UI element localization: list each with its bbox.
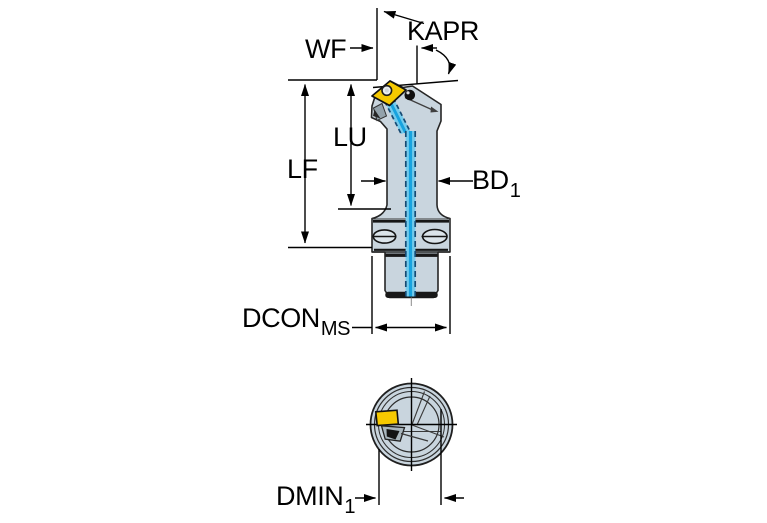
label-wf: WF bbox=[305, 34, 347, 64]
clamp-end-view bbox=[380, 425, 429, 442]
kapr-angle-arc bbox=[435, 49, 457, 75]
label-dcon-ms: DCONMS bbox=[242, 303, 351, 340]
kapr-leader-arrow bbox=[383, 10, 425, 25]
label-lf: LF bbox=[287, 154, 318, 184]
cutting-insert-end-view bbox=[374, 409, 400, 427]
insert-pocket bbox=[372, 96, 439, 122]
coolant-channel bbox=[384, 97, 417, 306]
end-view-details bbox=[397, 391, 445, 438]
label-dmin1: DMIN1 bbox=[276, 481, 356, 518]
label-lu: LU bbox=[333, 122, 367, 152]
cutting-insert bbox=[371, 80, 407, 107]
label-kapr: KAPR bbox=[407, 16, 479, 46]
dimension-lines bbox=[288, 10, 473, 505]
end-view bbox=[366, 378, 457, 471]
clamp-screw bbox=[404, 89, 416, 101]
side-view bbox=[288, 8, 459, 306]
label-bd1: BD1 bbox=[472, 165, 521, 202]
